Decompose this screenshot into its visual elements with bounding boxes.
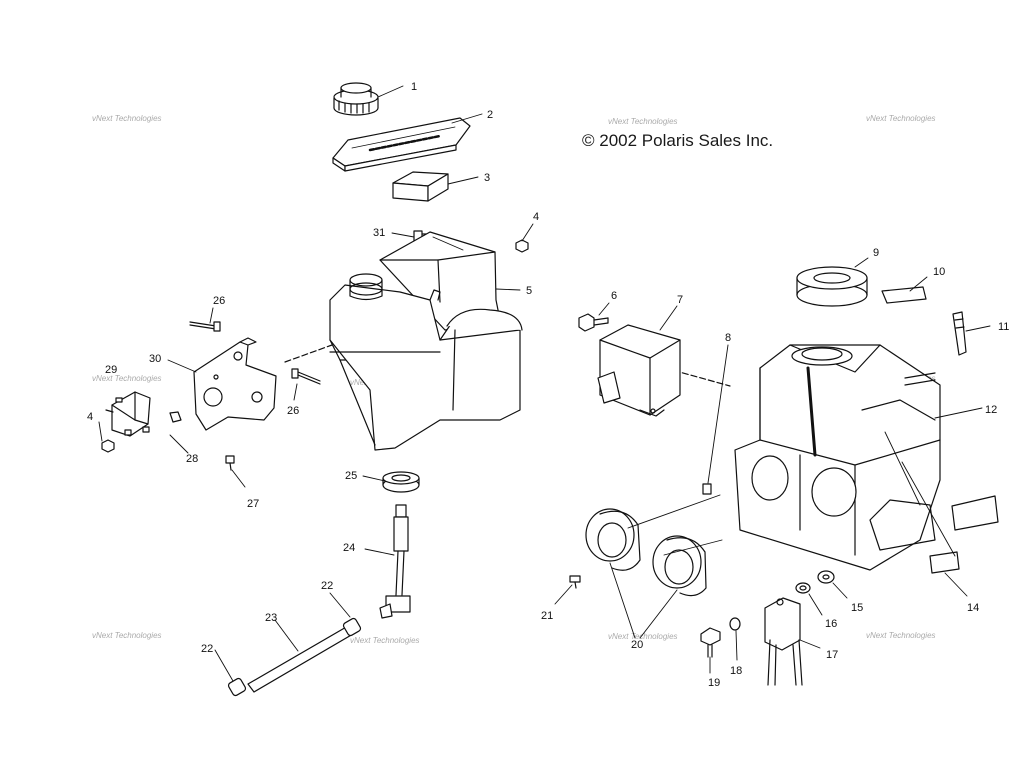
callout-3: 3 bbox=[484, 172, 490, 184]
leader-lines bbox=[98, 85, 991, 682]
callouts: 1 2 3 4 4 5 6 7 8 9 10 11 12 14 15 16 17… bbox=[87, 81, 1009, 689]
callout-26-lower: 26 bbox=[287, 405, 299, 417]
callout-9: 9 bbox=[873, 247, 879, 259]
callout-28: 28 bbox=[186, 453, 198, 465]
part-nut-4 bbox=[515, 239, 529, 253]
callout-2: 2 bbox=[487, 109, 493, 121]
part-boot-20b bbox=[652, 535, 707, 597]
callout-1: 1 bbox=[411, 81, 417, 93]
part-boot-20a bbox=[585, 508, 641, 571]
part-grommet bbox=[382, 471, 420, 493]
callout-21: 21 bbox=[541, 610, 553, 622]
callout-16: 16 bbox=[825, 618, 837, 630]
part-label-14 bbox=[929, 551, 960, 574]
part-pump bbox=[105, 391, 151, 437]
copyright-notice: © 2002 Polaris Sales Inc. bbox=[582, 131, 774, 150]
watermark: vNext Technologies bbox=[866, 114, 936, 123]
callout-20: 20 bbox=[631, 639, 643, 651]
callout-5: 5 bbox=[526, 285, 532, 297]
part-clip bbox=[169, 411, 182, 423]
part-cap bbox=[333, 82, 379, 116]
callout-25: 25 bbox=[345, 470, 357, 482]
part-label-10 bbox=[881, 286, 927, 304]
callout-30: 30 bbox=[149, 353, 161, 365]
part-label-14 bbox=[951, 495, 999, 531]
callout-18: 18 bbox=[730, 665, 742, 677]
callout-22-upper: 22 bbox=[321, 580, 333, 592]
callout-11: 11 bbox=[998, 321, 1009, 333]
part-airbox bbox=[734, 344, 941, 571]
watermark: vNext Technologies bbox=[92, 374, 162, 383]
part-hose bbox=[227, 617, 362, 697]
callout-19: 19 bbox=[708, 677, 720, 689]
part-bolt-19 bbox=[700, 627, 721, 658]
watermark: vNext Technologies bbox=[92, 631, 162, 640]
part-nut-4 bbox=[101, 439, 115, 453]
callout-29: 29 bbox=[105, 364, 117, 376]
callout-15: 15 bbox=[851, 602, 863, 614]
part-fitting-8 bbox=[702, 483, 712, 495]
callout-7: 7 bbox=[677, 294, 683, 306]
callout-24: 24 bbox=[343, 542, 355, 554]
part-oil-tank bbox=[329, 231, 523, 451]
part-module bbox=[597, 324, 681, 417]
callout-27: 27 bbox=[247, 498, 259, 510]
part-bolt-6 bbox=[578, 313, 609, 332]
callout-12: 12 bbox=[985, 404, 997, 416]
callout-26-upper: 26 bbox=[213, 295, 225, 307]
part-screw-21 bbox=[569, 575, 581, 589]
part-screw-27 bbox=[225, 455, 235, 471]
watermark: vNext Technologies bbox=[866, 631, 936, 640]
part-pin-26-upper bbox=[189, 321, 221, 332]
watermark: vNext Technologies bbox=[92, 114, 162, 123]
alignment-line bbox=[284, 344, 333, 363]
callout-4-left: 4 bbox=[87, 411, 93, 423]
callout-10: 10 bbox=[933, 266, 945, 278]
part-washer-18 bbox=[729, 617, 741, 631]
callout-8: 8 bbox=[725, 332, 731, 344]
watermark: vNext Technologies bbox=[608, 632, 678, 641]
callout-17: 17 bbox=[826, 649, 838, 661]
watermark: vNext Technologies bbox=[608, 117, 678, 126]
callout-22-lower: 22 bbox=[201, 643, 213, 655]
part-sensor bbox=[379, 504, 411, 619]
callout-14: 14 bbox=[967, 602, 979, 614]
part-bracket-17 bbox=[764, 597, 803, 686]
part-ring bbox=[796, 266, 868, 307]
part-pin-26-lower bbox=[291, 368, 321, 385]
watermark: vNext Technologies bbox=[350, 636, 420, 645]
part-bracket bbox=[193, 337, 277, 431]
callout-31: 31 bbox=[373, 227, 385, 239]
part-clip-11 bbox=[952, 311, 967, 356]
part-bushing-15 bbox=[817, 570, 835, 584]
part-foam-block bbox=[392, 171, 449, 202]
callout-6: 6 bbox=[611, 290, 617, 302]
part-washer-16 bbox=[795, 582, 811, 594]
part-top-plate bbox=[332, 117, 471, 172]
callout-4: 4 bbox=[533, 211, 539, 223]
callout-23: 23 bbox=[265, 612, 277, 624]
